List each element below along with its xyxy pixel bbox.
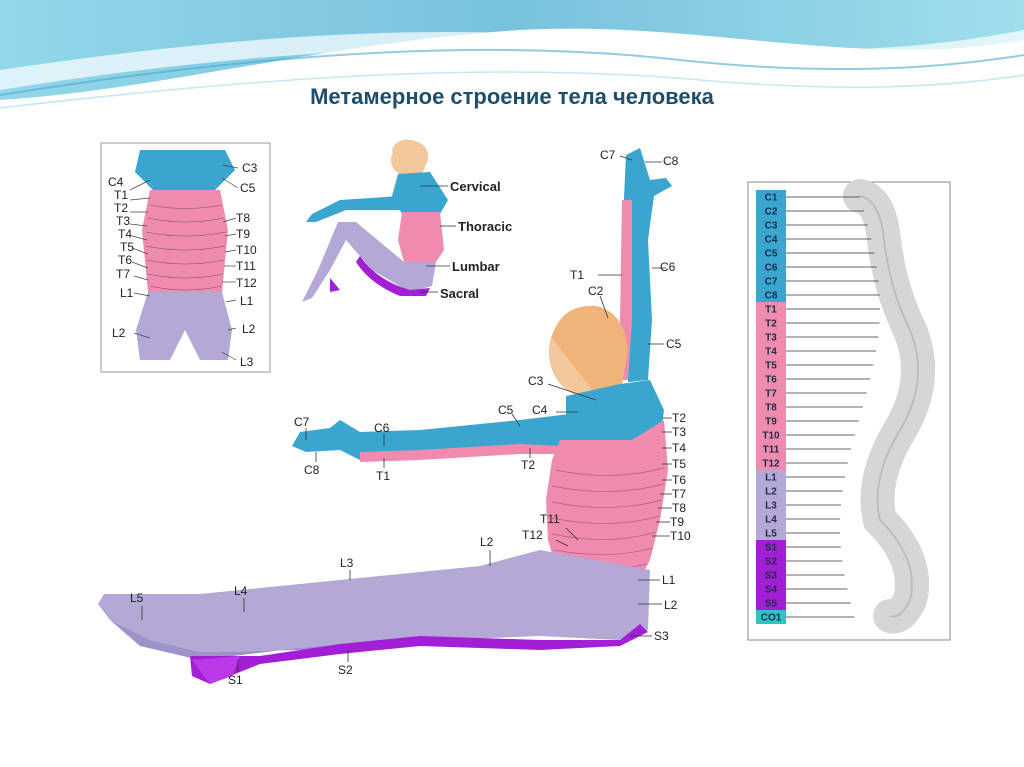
mf-label: T12 [522, 528, 543, 542]
mf-label: T1 [376, 469, 390, 483]
spine-segment-label: C8 [765, 291, 778, 302]
mf-label: C6 [374, 421, 390, 435]
mf-label: T5 [672, 457, 686, 471]
spine-panel: C1C2C3C4C5C6C7C8T1T2T3T4T5T6T7T8T9T10T11… [748, 182, 950, 640]
mf-label: L3 [340, 556, 354, 570]
spine-segment-label: T12 [762, 459, 780, 470]
spine-segment-label: T11 [763, 445, 780, 456]
spine-segment-label: L3 [765, 501, 777, 512]
mf-label: L2 [480, 535, 494, 549]
mf-label: C6 [660, 260, 676, 274]
ft-right-label: C5 [240, 181, 256, 195]
mf-label: C4 [532, 403, 548, 417]
spine-segment-label: T4 [765, 347, 777, 358]
legend-sacral: Sacral [440, 286, 479, 301]
spine-segment-label: T2 [765, 319, 777, 330]
spine-segment-label: S4 [765, 585, 778, 596]
spine-segment-label: S5 [765, 599, 778, 610]
spine-segment-label: S1 [765, 543, 778, 554]
mf-label: L1 [662, 573, 676, 587]
mf-label: C3 [528, 374, 544, 388]
front-torso-panel: C4 T1 T2 T3 T4 T5 T6 T7 L1 L2 C3 C5 T8 T… [101, 143, 270, 372]
ft-left-label: T7 [116, 267, 130, 281]
ft-right-label: L1 [240, 294, 254, 308]
mf-label: T7 [672, 487, 686, 501]
legend-lumbar: Lumbar [452, 259, 500, 274]
spine-segment-label: L4 [765, 515, 777, 526]
spine-segment-label: T6 [765, 375, 777, 386]
spine-segment-label: L1 [765, 473, 777, 484]
ft-right-label: T11 [236, 259, 256, 273]
ft-right-label: T8 [236, 211, 250, 225]
mf-label: C5 [498, 403, 514, 417]
ft-left-label: L2 [112, 326, 126, 340]
ft-left-label: T2 [114, 201, 128, 215]
ft-left-label: T1 [114, 188, 128, 202]
ft-left-label: L1 [120, 286, 134, 300]
spine-segment-label: CO1 [761, 613, 782, 624]
mf-label: T9 [670, 515, 684, 529]
ft-left-label: T5 [120, 240, 134, 254]
ft-left-label: T3 [116, 214, 130, 228]
spine-segment-label: S2 [765, 557, 778, 568]
spine-segment-label: L5 [765, 529, 777, 540]
ft-left-label: T6 [118, 253, 132, 267]
spine-segment-label: T5 [765, 361, 777, 372]
mf-label: L4 [234, 584, 248, 598]
spine-segment-label: T8 [765, 403, 777, 414]
mf-label: T8 [672, 501, 686, 515]
mf-label: C7 [294, 415, 310, 429]
mf-label: C5 [666, 337, 682, 351]
mf-label: T4 [672, 441, 686, 455]
mf-label: T1 [570, 268, 584, 282]
mf-label: L5 [130, 591, 144, 605]
spine-segment-label: C7 [765, 277, 778, 288]
spine-segment-label: S3 [765, 571, 778, 582]
mf-label: L2 [664, 598, 678, 612]
legend-thoracic: Thoracic [458, 219, 512, 234]
mf-label: C7 [600, 148, 616, 162]
spine-segment-label: C2 [765, 207, 778, 218]
spine-segment-label: T9 [765, 417, 777, 428]
legend-cervical: Cervical [450, 179, 501, 194]
ft-right-label: L2 [242, 322, 256, 336]
mf-label: T11 [540, 512, 560, 526]
mf-label: T6 [672, 473, 686, 487]
spine-segment-label: C4 [765, 235, 778, 246]
spine-segment-label: L2 [765, 487, 777, 498]
sitting-figure: Cervical Thoracic Lumbar Sacral [302, 140, 512, 302]
spine-segment-label: C3 [765, 221, 778, 232]
ft-left-label: C4 [108, 175, 124, 189]
ft-left-label: T4 [118, 227, 132, 241]
mf-label: T3 [672, 425, 686, 439]
mf-label: C8 [304, 463, 320, 477]
mf-label: S2 [338, 663, 353, 677]
ft-right-label: T10 [236, 243, 257, 257]
mf-label: T2 [672, 411, 686, 425]
mf-label: T10 [670, 529, 691, 543]
spine-segment-label: T7 [765, 389, 777, 400]
spine-segment-label: C1 [765, 193, 778, 204]
mf-label: S1 [228, 673, 243, 687]
spine-segment-label: C5 [765, 249, 778, 260]
spine-segment-label: C6 [765, 263, 778, 274]
ft-right-label: T12 [236, 276, 257, 290]
spine-segment-label: T10 [762, 431, 780, 442]
spine-segment-label: T1 [765, 305, 777, 316]
spine-segment-label: T3 [765, 333, 777, 344]
ft-right-label: C3 [242, 161, 258, 175]
mf-label: C2 [588, 284, 604, 298]
mf-label: S3 [654, 629, 669, 643]
mf-label: T2 [521, 458, 535, 472]
ft-right-label: T9 [236, 227, 250, 241]
mf-label: C8 [663, 154, 679, 168]
ft-right-label: L3 [240, 355, 254, 369]
